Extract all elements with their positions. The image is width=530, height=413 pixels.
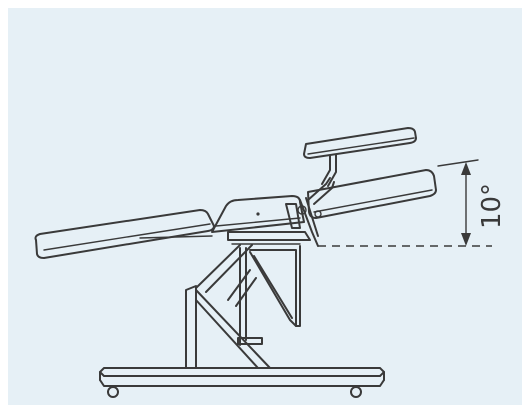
angle-dimension: 10° <box>437 159 507 246</box>
lift-mechanism <box>185 244 301 369</box>
leg-rest <box>34 209 215 259</box>
back-rest <box>307 169 437 219</box>
caster-right <box>350 386 362 398</box>
head-rest <box>303 127 417 159</box>
angle-label: 10° <box>477 183 507 229</box>
caster-left <box>107 386 119 398</box>
hinge-linkage <box>285 149 337 247</box>
chair-base <box>99 367 385 398</box>
seat-cushion <box>211 195 305 233</box>
seat-frame <box>227 231 311 245</box>
arrowhead-down <box>461 233 471 246</box>
arrowhead-up <box>461 162 471 175</box>
